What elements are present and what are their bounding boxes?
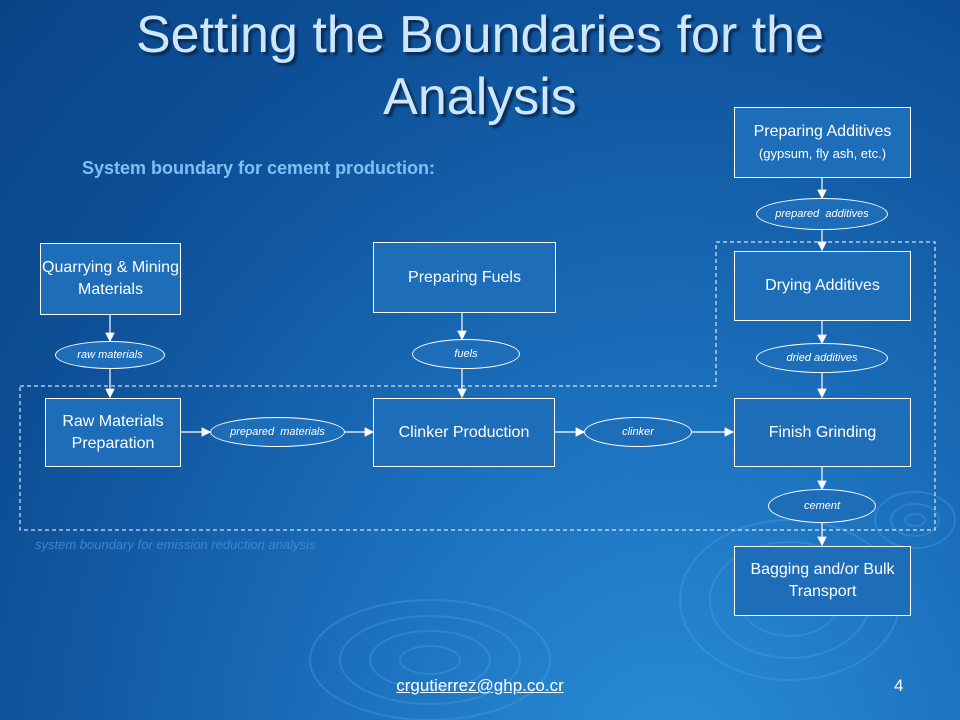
drying-additives-label: Drying Additives [765,277,880,294]
cement-flow-label: cement [803,500,841,512]
finish-grinding-box: Finish Grinding [734,398,911,467]
clinker-production-label: Clinker Production [398,423,530,441]
raw-materials-flow-label: raw materials [77,349,143,361]
dried-additives-oval: dried additives [756,343,888,373]
preparing-additives-label: Preparing Additives [753,122,892,140]
fuels-oval: fuels [412,339,520,369]
prepared-materials-flow-label: prepared materials [230,426,325,438]
clinker-oval: clinker [584,417,692,447]
raw-materials-prep-label: Raw Materials Preparation [62,412,164,452]
fuels-flow-label: fuels [454,348,478,360]
slide-subtitle: System boundary for cement production: [82,158,436,178]
bagging-transport-label: Bagging and/or Bulk Transport [750,561,895,600]
finish-grinding-label: Finish Grinding [768,423,877,441]
raw-materials-oval: raw materials [55,341,165,369]
preparing-additives-box: Preparing Additives (gypsum, fly ash, et… [734,107,911,178]
prepared-additives-flow-label: prepared additives [775,208,869,220]
dried-additives-flow-label: dried additives [786,352,858,364]
raw-materials-prep-box: Raw Materials Preparation [45,398,181,467]
slide-title: Setting the Boundaries for the Analysis [135,6,824,126]
page-number: 4 [894,676,904,695]
prepared-materials-oval: prepared materials [210,417,345,447]
emission-boundary [19,241,936,531]
cement-oval: cement [768,489,876,523]
quarrying-mining-box: Quarrying & Mining Materials [40,243,181,315]
quarrying-mining-label: Quarrying & Mining Materials [42,259,179,298]
footer-email-link[interactable]: crgutierrez@ghp.co.cr [396,676,564,695]
boundary-label: system boundary for emission reduction a… [35,537,316,552]
preparing-fuels-label: Preparing Fuels [408,268,521,286]
clinker-production-box: Clinker Production [373,398,555,467]
preparing-additives-sublabel: (gypsum, fly ash, etc.) [758,145,887,161]
drying-additives-box: Drying Additives [734,251,911,321]
preparing-fuels-box: Preparing Fuels [373,242,556,313]
prepared-additives-oval: prepared additives [756,198,888,230]
bagging-transport-box: Bagging and/or Bulk Transport [734,546,911,616]
clinker-flow-label: clinker [622,426,654,438]
